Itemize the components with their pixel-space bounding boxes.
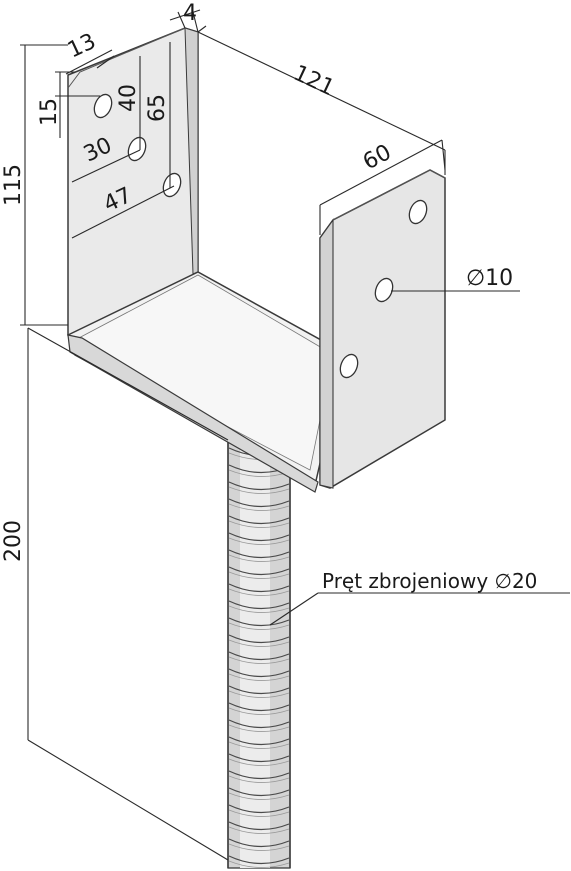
dim-edge-to-top-hole: 13 (64, 29, 100, 63)
front-hole-top (408, 199, 428, 225)
rebar-rib (228, 634, 290, 644)
rebar-rib-shadow (228, 775, 290, 783)
dim-third-hole-height: 65 (145, 94, 170, 122)
rebar-rib (228, 532, 290, 542)
rebar-rib (228, 651, 290, 661)
rebar-rib (228, 566, 290, 576)
rebar-rib (228, 855, 290, 865)
dim-hole-offset-top: 15 (37, 98, 62, 126)
rebar-rib-shadow (228, 843, 290, 851)
rebar-rib-shadow (228, 758, 290, 766)
rebar-rib (228, 617, 290, 627)
back-hole-bottom (162, 172, 182, 198)
front-hole-middle (374, 277, 394, 303)
rebar-rib-shadow (228, 622, 290, 630)
dim-side-depth: 60 (359, 140, 395, 175)
rebar-rib (228, 736, 290, 746)
rebar-rib-shadow (228, 792, 290, 800)
rebar-rib-shadow (228, 724, 290, 732)
rebar-rib-shadow (228, 656, 290, 664)
rebar-rib (228, 583, 290, 593)
rebar-rib-shadow (228, 520, 290, 528)
dim-rod-length: 200 (1, 520, 26, 562)
rebar-rib-shadow (228, 605, 290, 613)
dim-hole-diameter: ∅10 (466, 266, 513, 291)
rebar-rib (228, 838, 290, 848)
rebar-rib-shadow (228, 503, 290, 511)
dim-plate-thickness: 4 (183, 1, 197, 26)
rebar-rib-shadow (228, 860, 290, 868)
back-hole-middle (127, 136, 147, 162)
rebar-rib-shadow (228, 741, 290, 749)
rebar-rib (228, 719, 290, 729)
rebar-rib (228, 787, 290, 797)
rebar-rib (228, 668, 290, 678)
rebar-rib-shadow (228, 690, 290, 698)
rebar-rib (228, 821, 290, 831)
back-hole-top (93, 93, 113, 119)
base-plate (67, 271, 331, 493)
rebar-rib-shadow (228, 588, 290, 596)
rebar-rib (228, 498, 290, 508)
rebar-rib (228, 804, 290, 814)
rebar-rod (227, 439, 291, 869)
rebar-rib (228, 515, 290, 525)
rebar-rib-shadow (228, 554, 290, 562)
dim-second-hole-height: 40 (116, 84, 141, 112)
rebar-rib (228, 702, 290, 712)
rebar-rib (228, 770, 290, 780)
rebar-rib (228, 753, 290, 763)
rebar-rib-shadow (228, 707, 290, 715)
rebar-rib (228, 685, 290, 695)
rebar-rib-shadow (228, 639, 290, 647)
front-plate (319, 169, 446, 489)
rebar-rib-shadow (228, 826, 290, 834)
rebar-rib-shadow (228, 486, 290, 494)
dimension-lines (20, 9, 570, 861)
rebar-rib-shadow (228, 809, 290, 817)
rebar-rib (228, 600, 290, 610)
rebar-rib-shadow (228, 673, 290, 681)
rebar-label: Pręt zbrojeniowy ∅20 (322, 569, 537, 593)
rebar-rib-shadow (228, 537, 290, 545)
front-hole-bottom (339, 353, 359, 379)
rebar-rib (228, 549, 290, 559)
dim-bracket-height: 115 (1, 164, 26, 206)
rebar-rib (228, 481, 290, 491)
rebar-rib-shadow (228, 571, 290, 579)
